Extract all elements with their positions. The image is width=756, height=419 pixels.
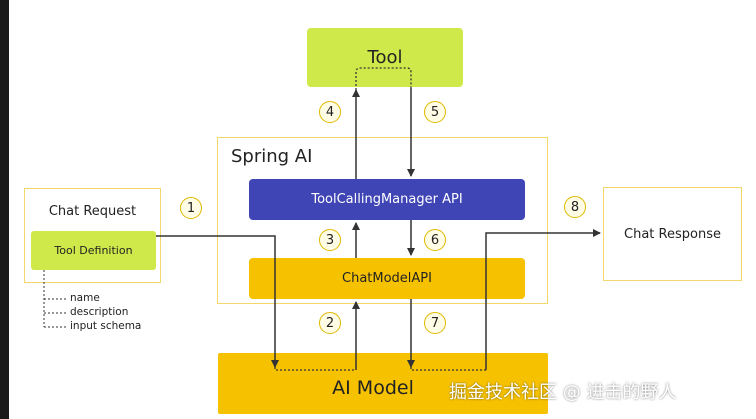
step-6-badge: 6 — [424, 229, 446, 251]
step-4-badge: 4 — [319, 101, 341, 123]
ai-model-route-left — [274, 367, 356, 371]
chat-model-api-label: ChatModelAPI — [342, 271, 432, 286]
tool-calling-manager-box[interactable]: ToolCallingManager API — [249, 179, 525, 220]
step-8-badge: 8 — [564, 196, 586, 218]
tool-calling-manager-label: ToolCallingManager API — [311, 192, 463, 207]
ai-model-label: AI Model — [332, 376, 414, 399]
step-3-badge: 3 — [319, 229, 341, 251]
chat-model-api-box[interactable]: ChatModelAPI — [249, 258, 525, 299]
tool-box[interactable]: Tool — [307, 28, 463, 87]
tool-label: Tool — [367, 47, 403, 68]
field-input-schema: input schema — [70, 320, 142, 332]
step-1-badge: 1 — [180, 197, 202, 219]
watermark: 掘金技术社区 @ 进击的野人 — [449, 382, 677, 403]
chat-request-label: Chat Request — [48, 204, 137, 219]
arrow-step-1 — [156, 235, 279, 368]
step-2-badge: 2 — [319, 312, 341, 334]
arrow-step-8 — [485, 229, 601, 370]
tool-definition-box[interactable]: Tool Definition — [31, 231, 156, 270]
tool-definition-label: Tool Definition — [54, 244, 133, 257]
chat-response-label: Chat Response — [624, 226, 721, 242]
tool-internal-route — [355, 67, 412, 90]
field-description: description — [70, 306, 129, 318]
chat-response-box[interactable]: Chat Response — [603, 187, 742, 281]
step-7-badge: 7 — [424, 312, 446, 334]
field-name: name — [70, 292, 100, 304]
step-5-badge: 5 — [424, 101, 446, 123]
window-edge — [0, 0, 9, 419]
spring-ai-label: Spring AI — [231, 146, 313, 167]
ai-model-route-right — [410, 367, 486, 371]
